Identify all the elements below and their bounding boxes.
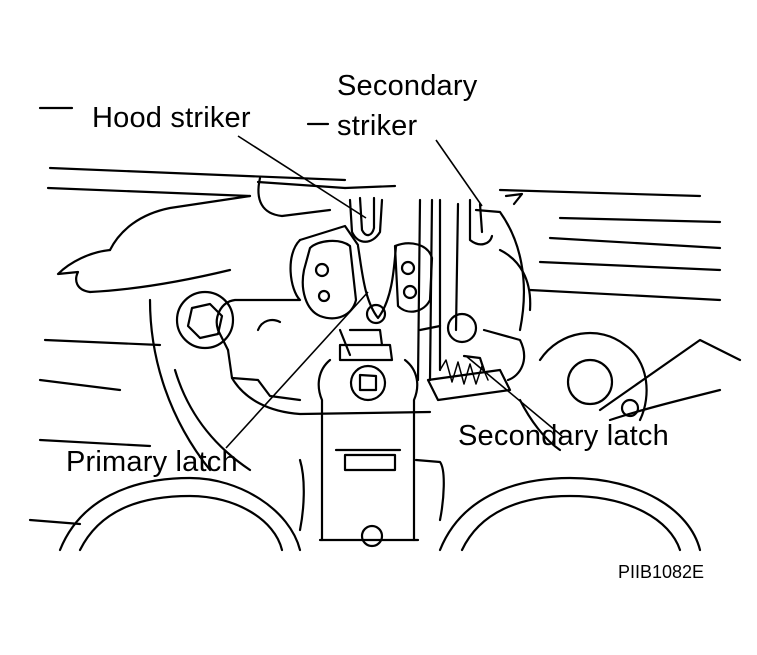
leader-secondary-striker xyxy=(435,139,483,207)
lower-horns xyxy=(28,458,702,552)
left-mounting-bolt xyxy=(175,290,235,350)
hood-ledge xyxy=(56,176,347,294)
leader-primary-latch xyxy=(225,291,369,449)
right-bracket xyxy=(518,331,742,452)
leader-secondary-latch xyxy=(465,355,563,437)
leader-hood-striker xyxy=(237,135,367,219)
primary-latch-label: Primary latch xyxy=(66,446,238,478)
secondary-striker-label-line2: striker xyxy=(337,110,418,142)
latch-base-plate xyxy=(215,224,442,416)
hood-striker xyxy=(343,184,397,243)
secondary-latch-label: Secondary latch xyxy=(458,420,669,452)
secondary-striker-label-line1: Secondary xyxy=(337,70,478,102)
secondary-latch-spring xyxy=(426,354,512,402)
primary-latch-plate xyxy=(301,239,434,325)
figure-code: PIIB1082E xyxy=(618,562,705,582)
center-support-post xyxy=(317,328,420,548)
hood-striker-label: Hood striker xyxy=(92,102,251,134)
secondary-striker xyxy=(416,192,532,382)
left-panel-edges xyxy=(148,298,252,472)
leader-lines xyxy=(225,135,563,449)
upper-panel-lines xyxy=(38,106,722,448)
